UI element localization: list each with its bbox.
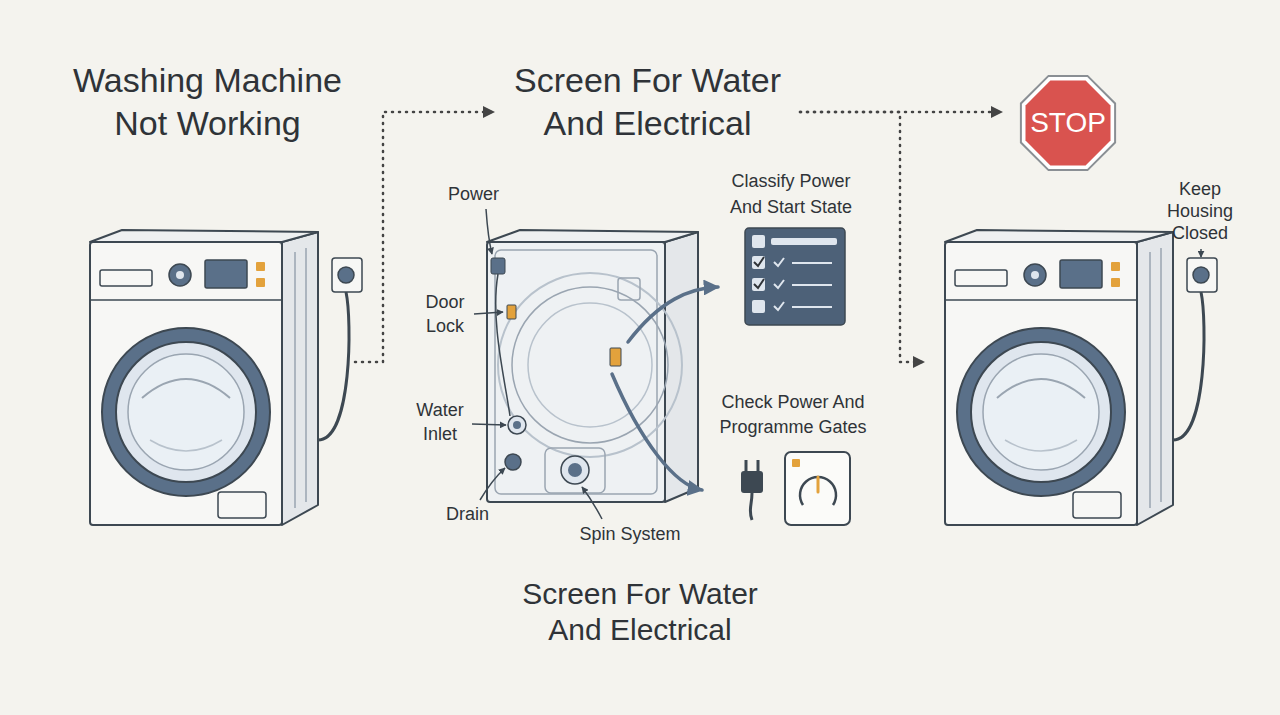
washing-machine-back xyxy=(513,421,521,429)
washing-machine-back xyxy=(498,273,682,457)
closed-machine-node: Keep Housing Closed xyxy=(925,176,1245,528)
stop-octagon xyxy=(1003,70,1133,176)
checklist-icon xyxy=(745,228,845,325)
plug-icon xyxy=(745,460,748,472)
washing-machine-back xyxy=(561,456,589,484)
stop-text: STOP xyxy=(1030,107,1106,139)
plug-icon xyxy=(741,471,763,493)
checklist-icon xyxy=(792,284,832,286)
checklist-icon xyxy=(752,235,765,248)
node-text: Washing Machine Not Working xyxy=(68,59,347,145)
checklist-icon xyxy=(774,258,832,310)
washing-machine-back xyxy=(545,448,605,493)
checklist-node: Classify Power And Start State xyxy=(720,165,862,328)
checklist-icon xyxy=(754,257,764,266)
stop-sign: STOP xyxy=(1003,70,1133,176)
checklist-icon xyxy=(792,262,832,264)
washing-machine-back xyxy=(568,463,582,477)
part-label: Drain xyxy=(445,503,490,525)
plug-icon xyxy=(741,460,763,520)
part-leader-lines xyxy=(480,468,505,500)
part-label: Water Inlet xyxy=(412,398,468,446)
process-arrows xyxy=(628,287,718,342)
checklist-icon xyxy=(774,302,784,310)
washing-machine-back xyxy=(610,348,621,366)
programme-dial-icon xyxy=(785,452,850,525)
plug-icon xyxy=(757,460,760,472)
washing-machine-back xyxy=(505,454,521,470)
programme-dial-icon xyxy=(785,452,850,525)
flow-connector xyxy=(355,112,495,362)
node-text: Classify Power And Start State xyxy=(724,168,858,220)
start-machine-node: Washing Machine Not Working xyxy=(60,55,355,525)
washing-machine-back xyxy=(487,242,665,502)
washing-machine-back xyxy=(528,303,652,427)
part-label: Door Lock xyxy=(420,290,470,338)
checklist-icon xyxy=(754,257,764,288)
part-leader-lines xyxy=(1200,249,1202,257)
part-label: Power xyxy=(448,183,498,205)
washing-machine-back xyxy=(508,416,526,434)
washing-machine-back xyxy=(618,278,640,300)
washing-machine-back xyxy=(487,230,698,242)
washing-machine-back xyxy=(507,305,516,319)
checklist-icon xyxy=(771,238,837,245)
step-heading-node: Screen For Water And Electrical xyxy=(495,55,800,151)
process-arrows xyxy=(612,287,718,490)
part-leader-lines xyxy=(486,209,492,254)
stop-octagon-rim xyxy=(1021,76,1115,170)
node-text: Keep Housing Closed xyxy=(1157,178,1243,244)
washing-machine-back xyxy=(495,250,657,494)
part-leader-lines xyxy=(582,487,602,519)
section-caption: Screen For Water And Electrical xyxy=(500,576,780,648)
checklist-icon xyxy=(752,256,765,269)
stop-octagon-face xyxy=(1026,81,1111,166)
checklist-icon xyxy=(774,280,784,288)
checklist-icon xyxy=(745,228,845,325)
part-leader-lines xyxy=(474,312,503,314)
node-text: Check Power And Programme Gates xyxy=(712,390,874,440)
programme-dial-icon xyxy=(792,459,800,467)
left-washing-machine xyxy=(90,230,362,525)
node-text: Screen For Water And Electrical xyxy=(503,59,792,145)
washing-machine-back xyxy=(496,274,510,416)
checklist-icon xyxy=(754,279,764,288)
part-label: Spin System xyxy=(570,523,690,545)
flow-connector xyxy=(800,112,925,362)
programme-dial-icon xyxy=(800,477,836,505)
checklist-icon xyxy=(792,306,832,308)
gate-check-node: Check Power And Programme Gates xyxy=(708,388,878,528)
checklist-icon xyxy=(774,258,784,266)
part-leader-lines xyxy=(472,424,506,425)
plug-icon xyxy=(750,493,752,520)
washing-machine-back xyxy=(491,258,505,274)
checklist-icon xyxy=(752,278,765,291)
washing-machine-back xyxy=(512,287,668,443)
flow-connector xyxy=(800,111,1003,114)
programme-dial-icon xyxy=(817,477,820,492)
right-washing-machine xyxy=(945,230,1217,525)
checklist-icon xyxy=(752,300,765,313)
washing-machine-back xyxy=(487,230,698,502)
process-arrows xyxy=(612,374,702,490)
